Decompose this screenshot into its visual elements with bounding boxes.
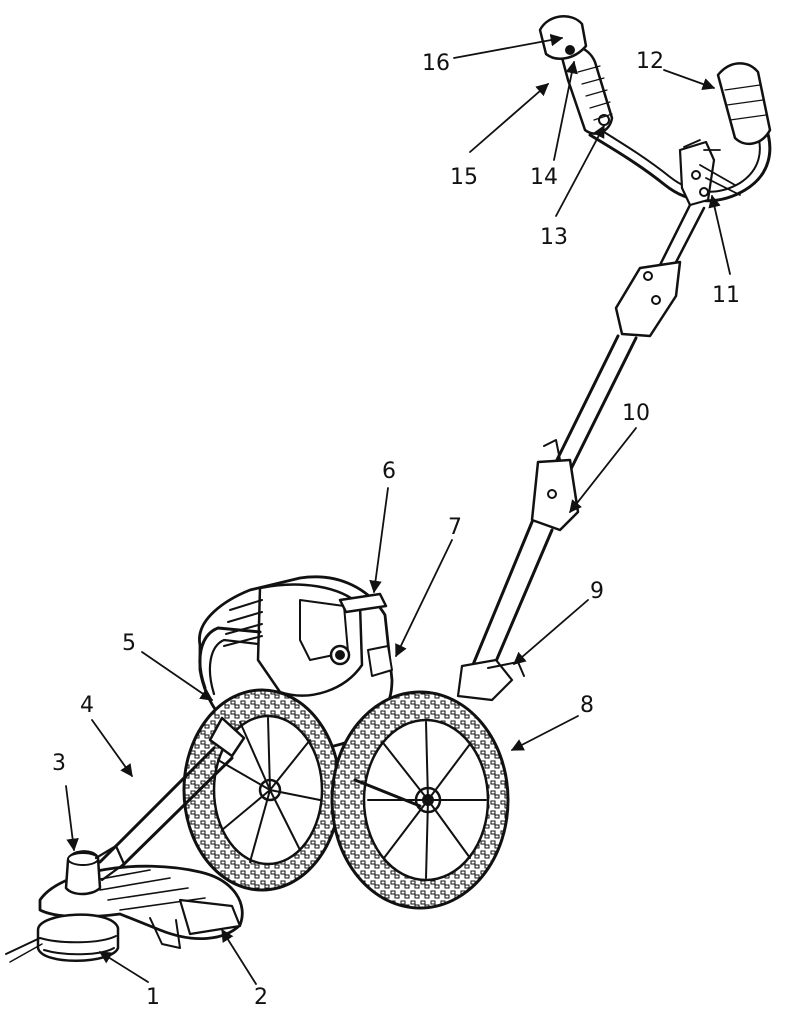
callout-10: 10: [622, 401, 650, 426]
callout-1: 1: [146, 985, 160, 1009]
leader-7: [395, 539, 453, 658]
leader-2: [221, 928, 257, 985]
leader-1: [98, 951, 149, 983]
left-wheel: [182, 688, 342, 892]
leader-5: [141, 651, 214, 701]
handlebar: [538, 15, 772, 207]
handle-shaft: [456, 203, 706, 702]
drive-shaft: [98, 716, 246, 872]
leader-9: [513, 599, 589, 665]
leader-11: [708, 194, 731, 275]
callout-11: 11: [712, 283, 740, 308]
leader-6: [369, 487, 389, 594]
leader-16: [453, 33, 564, 59]
callout-3: 3: [52, 751, 66, 776]
callout-13: 13: [540, 225, 568, 250]
callout-4: 4: [80, 693, 94, 718]
callout-15: 15: [450, 165, 478, 190]
callout-8: 8: [580, 693, 594, 718]
callout-6: 6: [382, 459, 396, 484]
callout-7: 7: [448, 515, 462, 540]
callout-labels: 1 2 3 4 5 6 7 8 9 10 11 12 13 14 15 16: [52, 49, 740, 1009]
callout-9: 9: [590, 579, 604, 604]
leader-3: [65, 785, 79, 852]
callout-12: 12: [636, 49, 664, 74]
callout-2: 2: [254, 985, 268, 1009]
trimmer-head: [5, 844, 244, 963]
leader-15: [469, 83, 549, 153]
leader-4: [91, 719, 133, 778]
callout-16: 16: [422, 51, 450, 76]
leader-8: [510, 715, 579, 751]
leader-14: [553, 60, 578, 161]
leader-13: [555, 124, 605, 217]
leader-10: [569, 427, 637, 513]
callout-5: 5: [122, 631, 136, 656]
leader-lines: [65, 33, 731, 985]
leader-12: [663, 69, 716, 91]
callout-14: 14: [530, 165, 558, 190]
right-wheel: [330, 690, 510, 910]
